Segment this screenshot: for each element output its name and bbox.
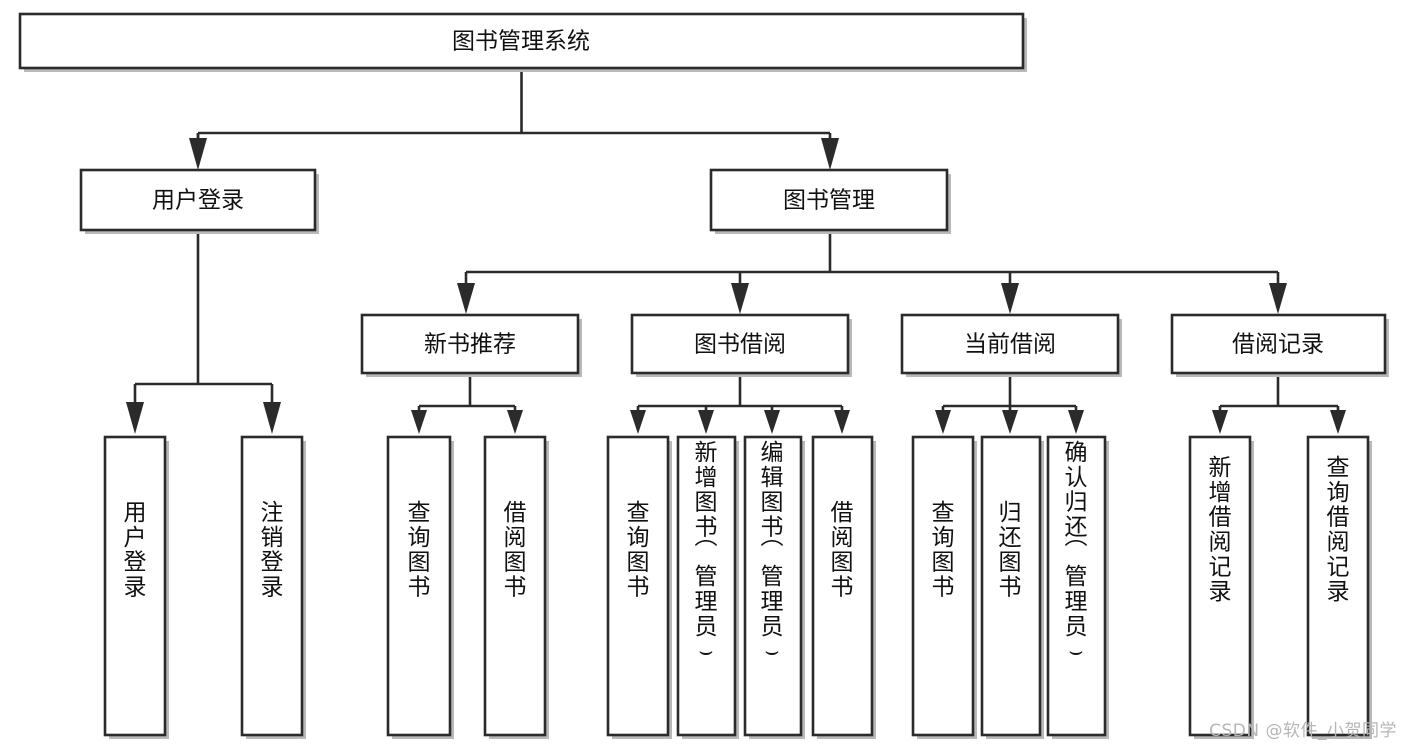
node-leaf-bb-edit-book-label: 编辑图书⌒管理员⌣ [761,440,784,665]
node-leaf-cb-confirm-return[interactable]: 确认归还⌒管理员⌣ [1046,435,1109,739]
node-leaf-br-query-record[interactable]: 查询借阅记录 [1306,435,1372,739]
node-leaf-br-query-record-label: 查询借阅记录 [1327,455,1350,605]
arrow-to-leaf-logout [263,402,281,434]
arrow-br-leaf-2 [1330,410,1346,434]
node-leaf-bb-borrow-book-label: 借阅图书 [831,500,854,601]
edges-layer [126,68,1346,434]
node-leaf-br-add-record-label: 新增借阅记录 [1209,455,1232,605]
arrow-br-leaf-1 [1212,410,1228,434]
arrow-to-borrow-record [1269,283,1287,314]
node-leaf-bb-query-book-label: 查询图书 [627,500,650,601]
arrow-bb-leaf-4 [834,410,850,434]
node-root-label: 图书管理系统 [452,29,590,55]
arrow-to-leaf-user-login [126,402,144,434]
node-book-borrow-label: 图书借阅 [694,332,786,358]
node-book-management-label: 图书管理 [783,188,875,214]
node-leaf-logout[interactable]: 注销登录 [240,435,306,739]
node-borrow-record[interactable]: 借阅记录 [1170,313,1389,377]
node-user-login-label: 用户登录 [152,188,244,214]
node-new-book-recommend[interactable]: 新书推荐 [360,313,582,377]
arrow-to-current-borrow [1001,283,1019,314]
node-leaf-bb-query-book[interactable]: 查询图书 [606,435,672,739]
arrow-to-new-book-recommend [457,283,475,314]
node-leaf-cb-return-book[interactable]: 归还图书 [980,435,1044,739]
node-leaf-cb-return-book-label: 归还图书 [999,500,1022,601]
node-leaf-nb-query-book[interactable]: 查询图书 [386,435,454,739]
arrow-cb-leaf-2 [1002,410,1018,434]
arrow-bb-leaf-1 [630,410,646,434]
node-new-book-recommend-label: 新书推荐 [424,332,516,358]
node-leaf-nb-borrow-book[interactable]: 借阅图书 [483,435,549,739]
node-leaf-cb-confirm-return-label: 确认归还⌒管理员⌣ [1065,440,1088,665]
node-leaf-bb-edit-book[interactable]: 编辑图书⌒管理员⌣ [743,435,805,739]
csdn-watermark: CSDN @软件_小贺同学 [1209,721,1397,741]
node-current-borrow[interactable]: 当前借阅 [900,313,1122,377]
node-leaf-nb-borrow-book-label: 借阅图书 [504,500,527,601]
node-leaf-bb-add-book-label: 新增图书⌒管理员⌣ [695,440,718,665]
node-book-management[interactable]: 图书管理 [709,168,951,234]
node-leaf-user-login[interactable]: 用户登录 [103,435,169,739]
arrow-cb-leaf-1 [935,410,951,434]
arrow-bb-leaf-3 [764,410,780,434]
node-root[interactable]: 图书管理系统 [18,12,1027,72]
node-leaf-nb-query-book-label: 查询图书 [408,500,431,601]
arrow-to-book-mgmt [821,138,839,170]
node-leaf-cb-query-book-label: 查询图书 [932,500,955,601]
node-leaf-cb-query-book[interactable]: 查询图书 [911,435,977,739]
node-current-borrow-label: 当前借阅 [964,332,1056,358]
node-leaf-user-login-label: 用户登录 [124,500,147,601]
node-user-login[interactable]: 用户登录 [79,168,319,234]
nodes-layer: 图书管理系统 用户登录 图书管理 新书推荐 图书借阅 当前借阅 [18,12,1389,739]
node-leaf-bb-borrow-book[interactable]: 借阅图书 [811,435,876,739]
node-leaf-bb-add-book[interactable]: 新增图书⌒管理员⌣ [676,435,739,739]
arrow-cb-leaf-3 [1068,410,1084,434]
node-leaf-br-add-record[interactable]: 新增借阅记录 [1188,435,1254,739]
arrow-bb-leaf-2 [698,410,714,434]
arrow-to-book-borrow [731,283,749,314]
node-leaf-logout-label: 注销登录 [261,500,284,601]
arrow-nb-leaf-2 [507,410,523,434]
node-book-borrow[interactable]: 图书借阅 [630,313,852,377]
arrow-nb-leaf-1 [411,410,427,434]
arrow-to-user-login [189,138,207,170]
node-borrow-record-label: 借阅记录 [1232,332,1324,358]
